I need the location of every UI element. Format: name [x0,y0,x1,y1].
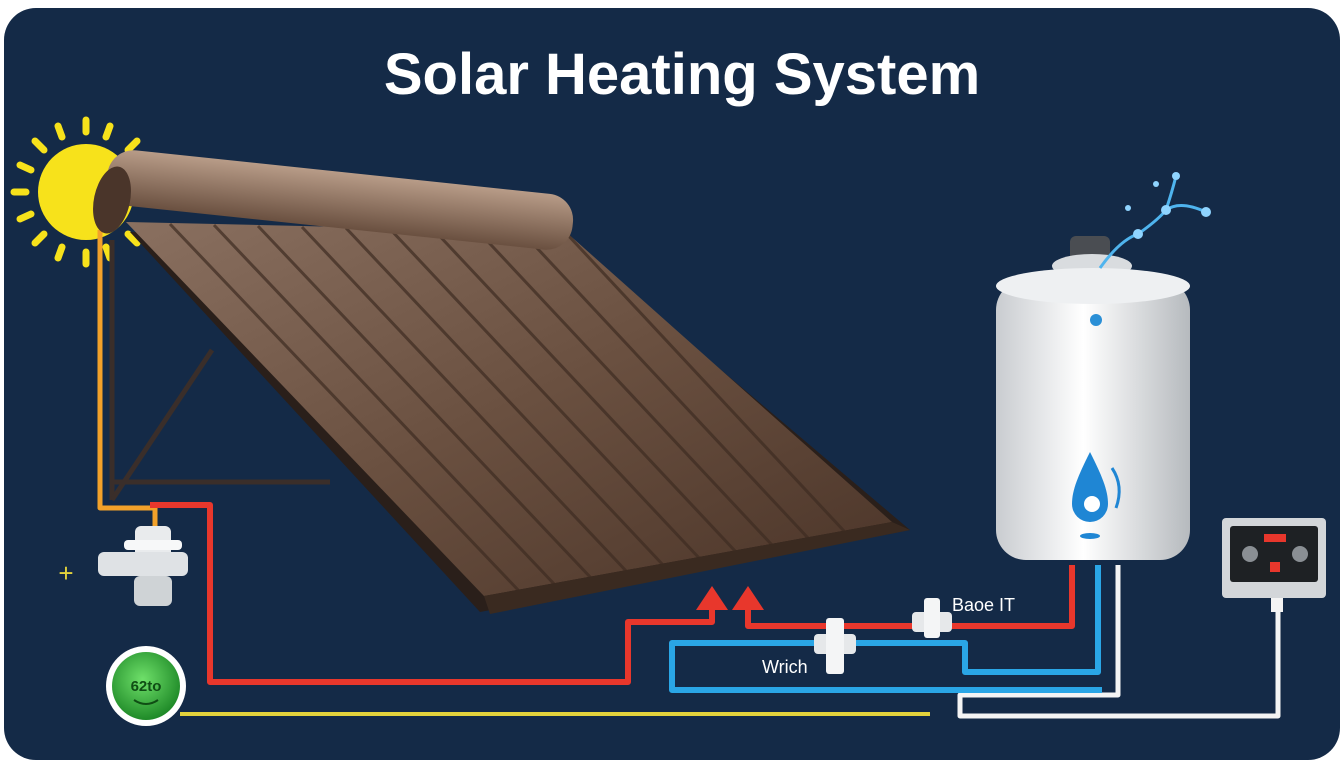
pump-icon[interactable] [98,526,188,606]
valve-icon[interactable] [814,618,856,674]
control-knob-icon[interactable] [1242,546,1258,562]
badge-label: 62to [131,678,162,695]
hot-water-pipe-return [745,565,1075,629]
return-pipe [957,565,1281,719]
tank-indicator-icon [1090,314,1102,326]
sensor-wire [97,230,158,530]
display-indicator [1264,534,1286,542]
control-knob-icon[interactable] [1292,546,1308,562]
valve-label-top: Baoe IT [952,595,1015,615]
storage-tank [996,172,1211,560]
control-unit[interactable] [1222,518,1326,612]
diagram-title: Solar Heating System [384,42,980,107]
panel-support-frame [109,240,330,502]
water-drop-icon [1072,452,1121,539]
valve-icon[interactable] [912,598,952,638]
plus-symbol: + [58,558,73,588]
flow-arrow-icon [696,586,764,610]
collector-tube-lines [168,222,846,594]
valve-label-bottom: Wrich [762,657,808,677]
solar-collector-panel [93,150,910,614]
pipe-network [97,230,1281,719]
hot-water-pipe-supply [150,502,715,685]
status-light [1270,562,1280,572]
steam-dots [1125,172,1211,239]
cold-water-pipe [669,565,1102,693]
status-badge[interactable]: 62to [106,646,186,726]
